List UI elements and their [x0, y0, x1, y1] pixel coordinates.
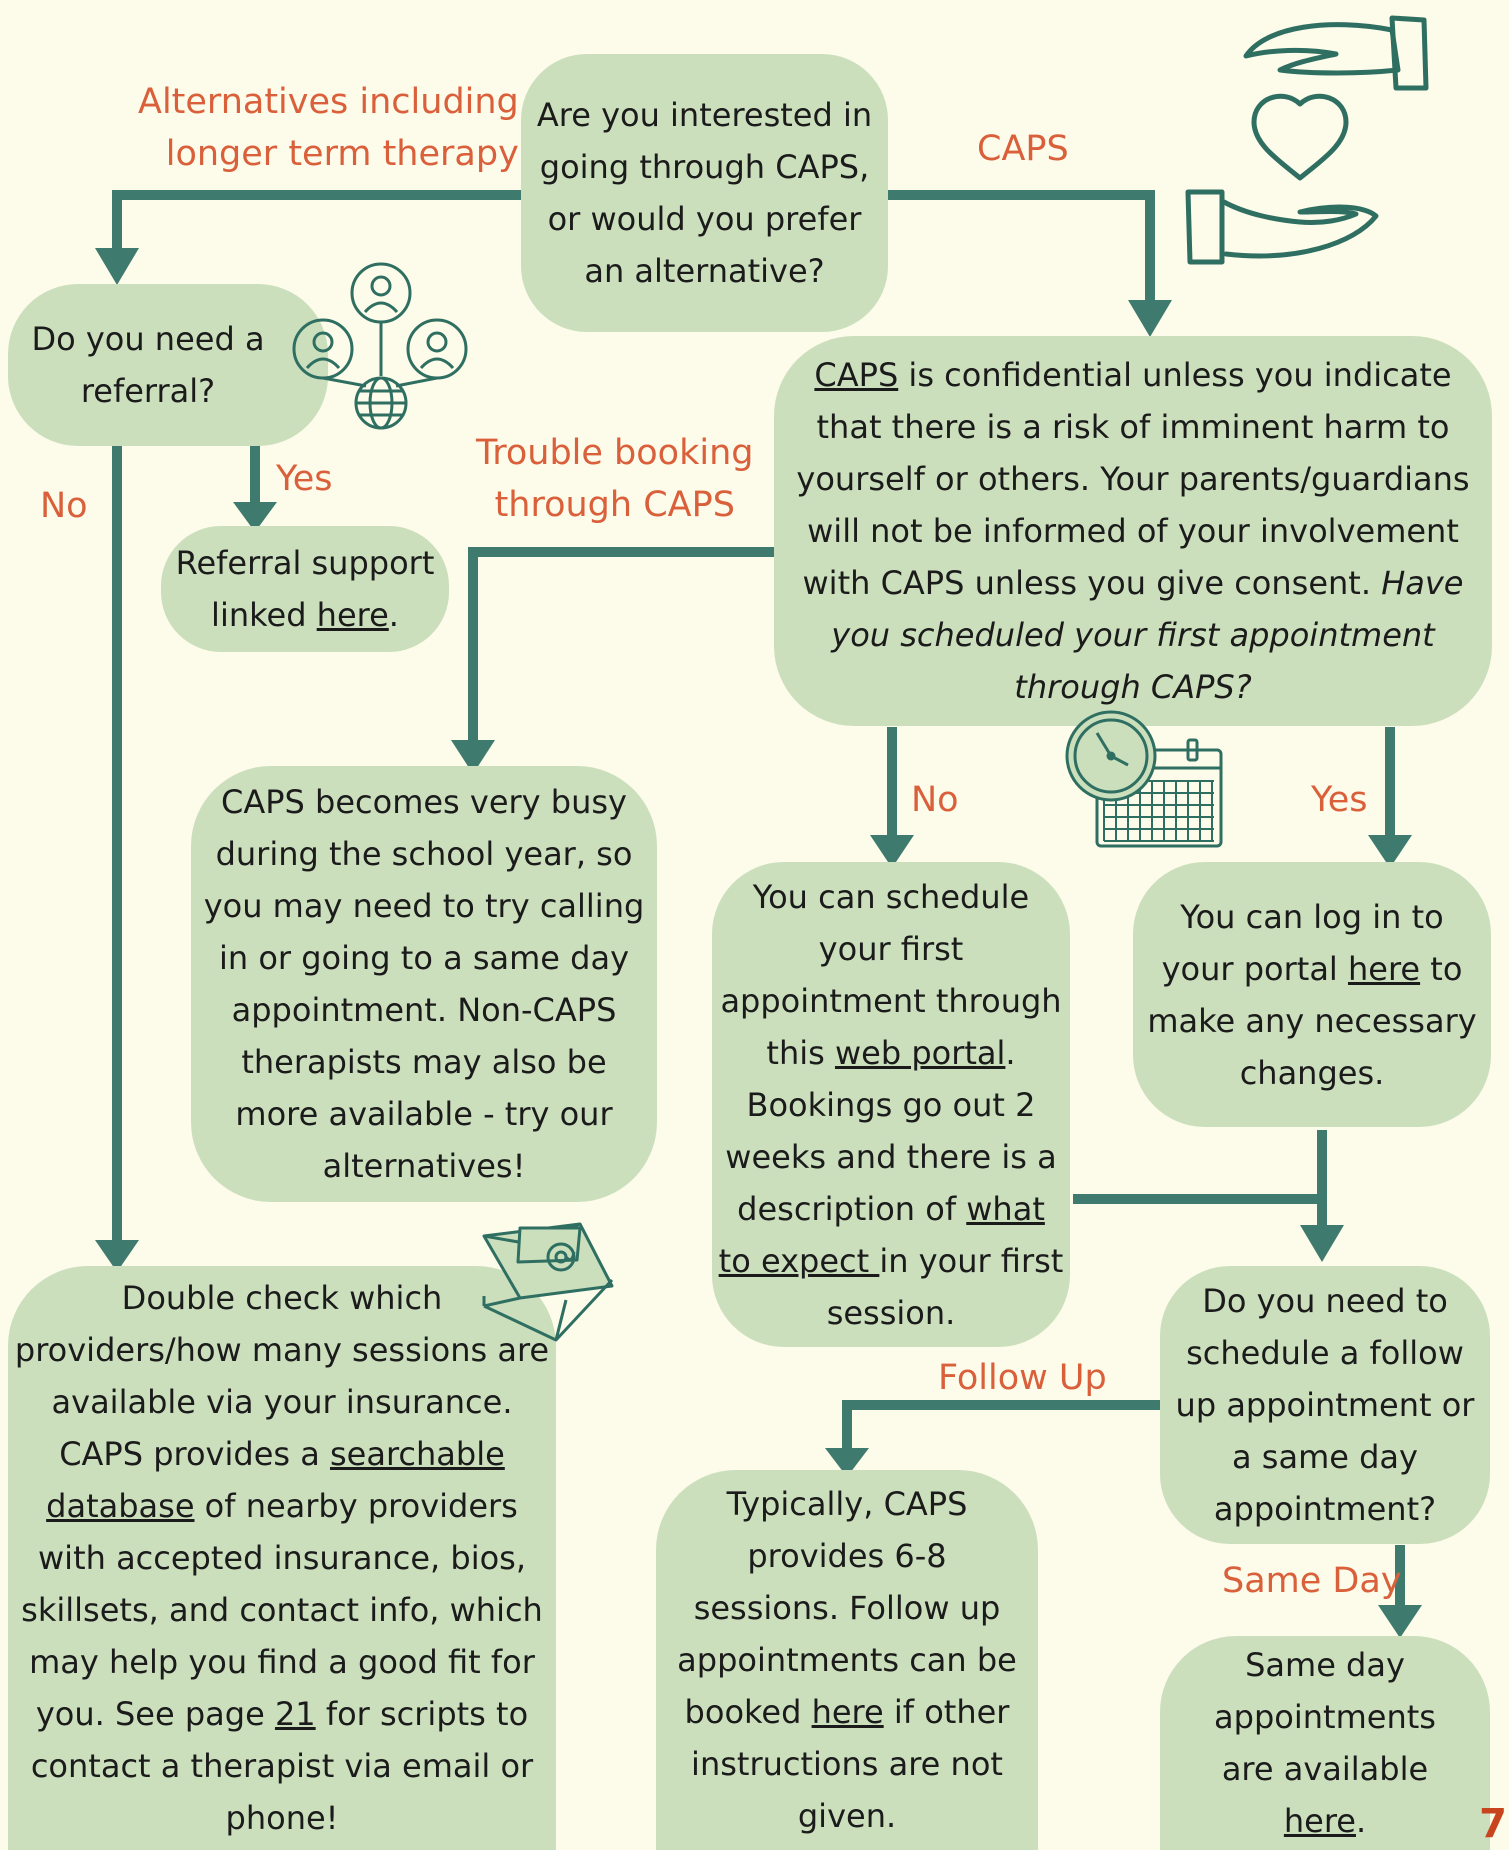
- connector-trouble-booking: [468, 547, 778, 740]
- schedule-first-body: . Bookings go out 2 weeks and there is a…: [725, 1033, 1057, 1228]
- portal-here-link[interactable]: here: [1347, 949, 1421, 988]
- arrowhead: [825, 1448, 869, 1477]
- arrowhead: [1378, 1605, 1422, 1638]
- scheduled-question: Have you scheduled your first appointmen…: [831, 564, 1464, 706]
- sameday-info-body: Same day appointments are available: [1214, 1646, 1436, 1788]
- followup-question-text: Do you need to schedule a follow up appo…: [1175, 1282, 1475, 1528]
- sameday-info-text: Same day appointments are available here…: [1188, 1639, 1462, 1847]
- edge-label-scheduled: Yes: [1311, 780, 1368, 820]
- followup-info-body: if other instructions are not given.: [691, 1693, 1010, 1835]
- arrowhead: [1128, 300, 1172, 337]
- portal-login-node: You can log in to your portal here to ma…: [1133, 862, 1491, 1127]
- edge-label-trouble-booking: Trouble booking through CAPS: [476, 427, 754, 531]
- sameday-here-link[interactable]: here: [1283, 1802, 1356, 1840]
- referral-support-text: linked: [211, 596, 317, 634]
- portal-login-body: You can log in to your portal: [1161, 897, 1444, 988]
- arrowhead: [233, 502, 277, 532]
- referral-support-line: linked here.: [211, 589, 399, 641]
- edge-label-line: longer term therapy: [165, 134, 519, 174]
- edge-label-same-day: Same Day: [1222, 1561, 1402, 1601]
- followup-question-node: Do you need to schedule a follow up appo…: [1160, 1266, 1490, 1544]
- start-question-node: Are you interested in going through CAPS…: [521, 54, 888, 332]
- followup-here-link[interactable]: here: [811, 1693, 884, 1731]
- searchable-database-link[interactable]: searchable database: [46, 1435, 505, 1525]
- referral-support-node: Referral support linked here.: [161, 526, 449, 652]
- followup-info-node: Typically, CAPS provides 6-8 sessions. F…: [656, 1470, 1038, 1850]
- insurance-body: Double check which providers/how many se…: [14, 1279, 550, 1473]
- confidentiality-node: CAPS is confidential unless you indicate…: [774, 336, 1492, 726]
- confidentiality-text: CAPS is confidential unless you indicate…: [782, 349, 1484, 713]
- caps-busy-node: CAPS becomes very busy during the school…: [191, 766, 657, 1202]
- schedule-first-body: in your first session.: [826, 1241, 1064, 1332]
- web-portal-link[interactable]: web portal: [834, 1033, 1006, 1072]
- insurance-text: Double check which providers/how many se…: [14, 1272, 550, 1844]
- page-number: 7: [1479, 1801, 1507, 1847]
- punctuation: .: [388, 596, 399, 634]
- arrowhead: [1368, 835, 1412, 868]
- connector-caps: [885, 190, 1155, 300]
- connector-follow-up: [842, 1400, 1160, 1448]
- insurance-node: Double check which providers/how many se…: [8, 1266, 556, 1850]
- arrowhead: [451, 740, 495, 774]
- page-21-link[interactable]: 21: [274, 1695, 316, 1733]
- insurance-body: for scripts to contact a therapist via e…: [30, 1695, 534, 1837]
- connector-alternatives: [112, 190, 525, 248]
- arrowhead: [1300, 1225, 1344, 1262]
- edge-label-follow-up: Follow Up: [938, 1358, 1107, 1398]
- schedule-first-body: You can schedule your first appointment …: [720, 877, 1062, 1072]
- portal-login-text: You can log in to your portal here to ma…: [1141, 891, 1483, 1099]
- start-question-line: going through CAPS,: [539, 148, 870, 186]
- edge-label-line: Trouble booking: [476, 433, 754, 473]
- start-question-line: an alternative?: [584, 252, 825, 290]
- start-question-line: or would you prefer: [547, 200, 862, 238]
- arrowhead: [95, 248, 139, 285]
- portal-login-body: to make any necessary changes.: [1147, 949, 1477, 1092]
- referral-here-link[interactable]: here: [316, 596, 389, 634]
- punctuation: .: [1355, 1802, 1367, 1840]
- caps-busy-text: CAPS becomes very busy during the school…: [203, 783, 645, 1185]
- edge-label-alternatives: Alternatives including longer term thera…: [138, 76, 519, 180]
- referral-question-node: Do you need a referral?: [8, 284, 328, 446]
- arrowhead: [95, 1240, 139, 1272]
- followup-info-body: Typically, CAPS provides 6-8 sessions. F…: [677, 1485, 1017, 1731]
- referral-question-line: Do you need a: [31, 320, 265, 358]
- edge-label-line: Alternatives including: [138, 82, 519, 122]
- sameday-info-node: Same day appointments are available here…: [1160, 1636, 1490, 1850]
- edge-label-not-scheduled: No: [911, 780, 959, 820]
- edge-label-line: through CAPS: [494, 485, 735, 525]
- arrowhead: [870, 835, 914, 868]
- followup-info-text: Typically, CAPS provides 6-8 sessions. F…: [670, 1478, 1024, 1842]
- edge-label-no-referral: No: [40, 486, 88, 526]
- caps-link[interactable]: CAPS: [814, 356, 899, 394]
- edge-label-yes-referral: Yes: [276, 459, 333, 499]
- confidentiality-body: is confidential unless you indicate that…: [796, 356, 1470, 602]
- insurance-body: of nearby providers with accepted insura…: [21, 1487, 543, 1733]
- schedule-first-text: You can schedule your first appointment …: [718, 871, 1064, 1339]
- referral-question-line: referral?: [80, 372, 216, 410]
- schedule-first-node: You can schedule your first appointment …: [712, 862, 1070, 1347]
- start-question-line: Are you interested in: [536, 96, 873, 134]
- referral-support-line: Referral support: [175, 544, 435, 582]
- what-to-expect-link[interactable]: what to expect: [718, 1189, 1045, 1280]
- edge-label-caps: CAPS: [977, 129, 1069, 169]
